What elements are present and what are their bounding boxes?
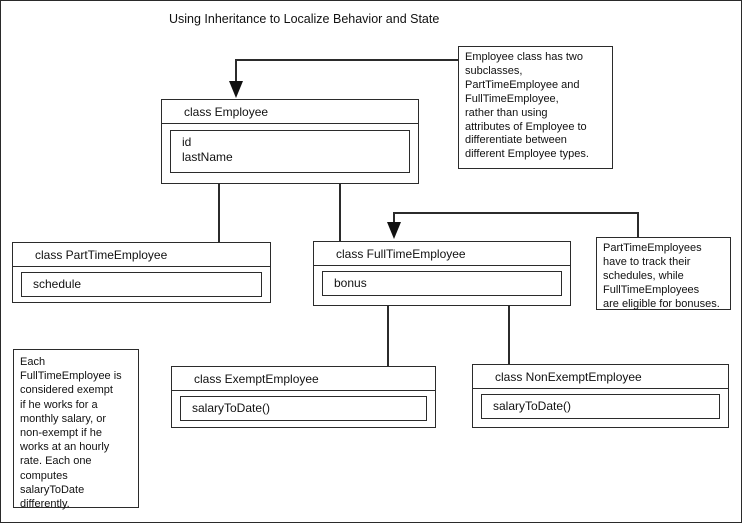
class-header-nonexemptemployee: class NonExemptEmployee	[473, 365, 728, 389]
connector-employee-parttime	[218, 184, 220, 242]
class-body-employee: id lastName	[162, 124, 418, 173]
class-attributes-exemptemployee: salaryToDate()	[180, 396, 427, 421]
connector-fulltime-nonexempt	[508, 306, 510, 364]
class-box-fulltimeemployee: class FullTimeEmployee bonus	[313, 241, 571, 306]
connector-note2-vertical-left	[393, 212, 395, 224]
class-header-employee: class Employee	[162, 100, 418, 124]
class-body-parttimeemployee: schedule	[13, 267, 270, 297]
arrowhead-down-icon-fulltime	[387, 222, 401, 239]
annotation-subclasses-note: Employee class has two subclasses, PartT…	[458, 46, 613, 169]
class-box-employee: class Employee id lastName	[161, 99, 419, 184]
connector-employee-fulltime	[339, 184, 341, 241]
connector-note2-vertical-right	[637, 212, 639, 237]
connector-note2-horizontal	[393, 212, 639, 214]
class-box-nonexemptemployee: class NonExemptEmployee salaryToDate()	[472, 364, 729, 428]
class-body-fulltimeemployee: bonus	[314, 266, 570, 296]
class-body-exemptemployee: salaryToDate()	[172, 391, 435, 421]
class-body-nonexemptemployee: salaryToDate()	[473, 389, 728, 419]
connector-fulltime-exempt	[387, 306, 389, 366]
class-box-parttimeemployee: class PartTimeEmployee schedule	[12, 242, 271, 303]
annotation-schedules-note: PartTimeEmployees have to track their sc…	[596, 237, 731, 310]
annotation-exempt-note: Each FullTimeEmployee is considered exem…	[13, 349, 139, 510]
class-header-parttimeemployee: class PartTimeEmployee	[13, 243, 270, 267]
class-attributes-fulltimeemployee: bonus	[322, 271, 562, 296]
class-attributes-parttimeemployee: schedule	[21, 272, 262, 297]
connector-note1-vertical	[235, 59, 237, 85]
class-box-exemptemployee: class ExemptEmployee salaryToDate()	[171, 366, 436, 428]
class-attributes-employee: id lastName	[170, 130, 410, 173]
class-header-exemptemployee: class ExemptEmployee	[172, 367, 435, 391]
connector-note1-horizontal	[236, 59, 459, 61]
arrowhead-down-icon-employee	[229, 81, 243, 98]
diagram-title: Using Inheritance to Localize Behavior a…	[169, 12, 440, 26]
class-header-fulltimeemployee: class FullTimeEmployee	[314, 242, 570, 266]
class-attributes-nonexemptemployee: salaryToDate()	[481, 394, 720, 419]
